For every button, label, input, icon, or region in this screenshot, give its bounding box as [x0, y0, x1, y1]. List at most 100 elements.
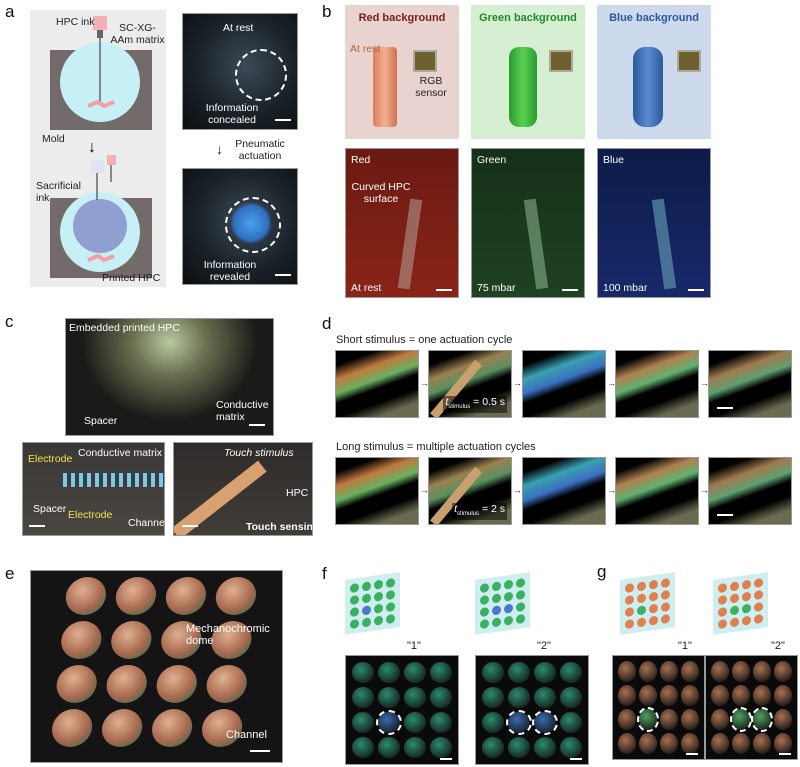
- dome: [560, 687, 582, 708]
- photo-label: Blue: [603, 154, 625, 166]
- digit-label: "2": [771, 640, 785, 652]
- pixel-dot: [504, 615, 513, 626]
- scale-bar: [182, 525, 198, 527]
- pattern-photo: [705, 655, 798, 760]
- t-symbol: t: [454, 502, 457, 515]
- at-rest-photo: At rest Information concealed: [182, 13, 298, 130]
- scale-bar: [29, 525, 45, 527]
- pressure-label: At rest: [351, 282, 382, 294]
- digit-label: "1": [678, 640, 692, 652]
- arrow-icon: →: [420, 378, 429, 388]
- schematic-drawing: ↓: [50, 16, 152, 278]
- pixel-dot: [516, 589, 525, 601]
- hpc-strip: [651, 198, 677, 290]
- dome: [639, 733, 657, 754]
- arrow-icon: →: [513, 485, 522, 495]
- pixel-dot: [754, 601, 763, 613]
- dome: [660, 685, 678, 706]
- t-subscript: stimulus: [448, 404, 471, 410]
- dome: [430, 712, 452, 733]
- hpc-cylinder: [373, 47, 397, 127]
- arrow-icon: →: [607, 378, 616, 388]
- dome: [753, 685, 771, 706]
- pixel-dot: [661, 589, 670, 601]
- pixel-dot: [516, 601, 525, 613]
- pattern-schematic: [713, 572, 768, 635]
- pixel-dot: [649, 615, 658, 626]
- dome: [560, 662, 582, 683]
- pixel-dot: [661, 613, 670, 625]
- dome: [404, 712, 426, 733]
- hpc-cylinder: [509, 47, 537, 127]
- revealed-label: Information revealed: [203, 259, 257, 283]
- electrode-label: Electrode: [28, 453, 73, 465]
- embedded-hpc-label: Embedded printed HPC: [69, 322, 180, 334]
- dome: [482, 737, 504, 758]
- pixel-dot: [386, 577, 395, 589]
- dome: [59, 621, 104, 659]
- sequence-frame: [708, 350, 792, 418]
- dome: [430, 662, 452, 683]
- duration-value: = 0.5 s: [473, 395, 505, 408]
- arrow-icon: →: [513, 378, 522, 388]
- scale-bar: [570, 758, 582, 760]
- sequence-frame: [708, 457, 792, 525]
- scale-bar: [688, 289, 704, 291]
- pixel-dot: [516, 613, 525, 625]
- pixel-dot: [661, 577, 670, 589]
- dome: [618, 733, 636, 754]
- photo-label: Red: [351, 154, 371, 166]
- pixel-dot: [374, 591, 383, 602]
- pattern-schematic: [620, 572, 675, 635]
- pneumatic-label: Pneumatic actuation: [235, 138, 285, 162]
- dome: [113, 577, 158, 615]
- arrow-icon: →: [607, 485, 616, 495]
- dome: [681, 709, 699, 730]
- svg-text:↓: ↓: [88, 139, 96, 156]
- pixel-dot: [350, 606, 359, 618]
- photo-label: Green: [477, 154, 507, 166]
- dome: [732, 733, 750, 754]
- touch-photo: Touch stimulus HPC Touch sensing: [173, 442, 313, 536]
- dome: [560, 737, 582, 758]
- dome: [430, 737, 452, 758]
- dome-grid: [50, 577, 258, 747]
- pixel-dot: [754, 577, 763, 589]
- dome: [163, 577, 208, 615]
- t-subscript: stimulus: [457, 511, 480, 517]
- pixel-dot: [754, 589, 763, 601]
- dome: [430, 687, 452, 708]
- red-background-title: Red background: [358, 12, 446, 24]
- blue-photo: Blue 100 mbar: [597, 148, 711, 298]
- pixel-dot: [362, 593, 371, 604]
- panel-label-b: b: [322, 2, 332, 21]
- pixel-dot: [362, 617, 371, 628]
- dome: [378, 687, 400, 708]
- dome: [508, 687, 530, 708]
- green-background-title: Green background: [479, 12, 577, 24]
- stimulus-duration-label: tstimulus = 2 s: [452, 502, 507, 520]
- actuated-photo: Information revealed: [182, 168, 298, 285]
- pixel-dot: [625, 582, 634, 594]
- pixel-dot: [649, 603, 658, 614]
- channel-dots: [63, 473, 163, 487]
- pixel-dot: [730, 617, 739, 628]
- pixel-dot: [516, 577, 525, 589]
- spacer-label: Spacer: [33, 503, 67, 515]
- pixel-dot: [718, 594, 727, 606]
- pixel-dot: [492, 605, 501, 616]
- at-rest-label: At rest: [350, 43, 381, 55]
- scale-bar: [275, 274, 291, 276]
- green-photo: Green 75 mbar: [471, 148, 585, 298]
- matrix-label: SC-XG-AAm matrix: [110, 22, 165, 46]
- pattern-photo: [345, 655, 459, 765]
- dome: [63, 577, 108, 615]
- pixel-dot: [718, 618, 727, 630]
- printed-hpc-label: Printed HPC: [102, 272, 161, 284]
- dome: [711, 733, 729, 754]
- dome: [376, 710, 402, 735]
- channel-label: Channel: [226, 729, 267, 741]
- sequence-frame: [522, 457, 606, 525]
- tentacle-photo: Electrode Conductive matrix Spacer Elect…: [22, 442, 165, 536]
- pixel-dot: [625, 594, 634, 606]
